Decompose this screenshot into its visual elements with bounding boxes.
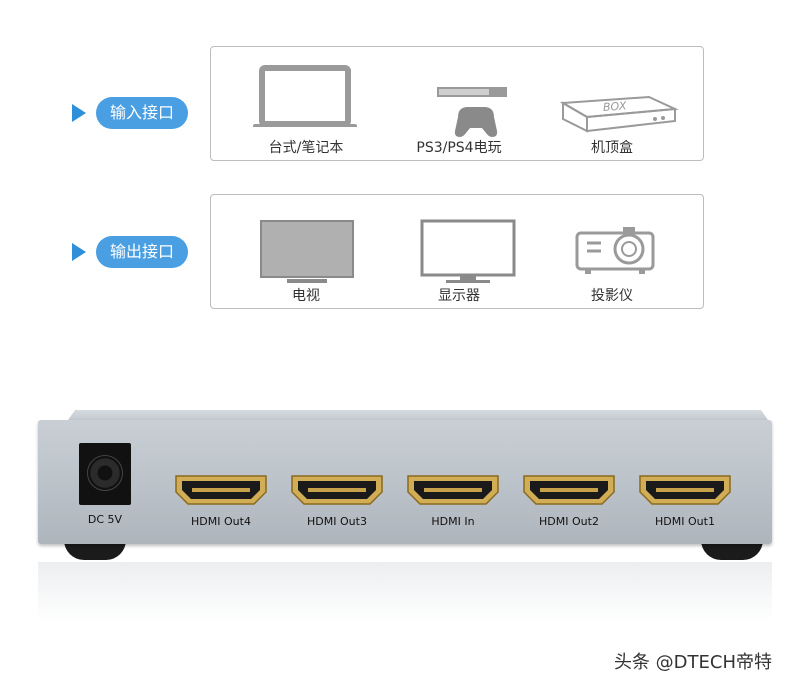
monitor-icon	[420, 219, 516, 283]
device-set-top-box: BOX 机顶盒	[537, 47, 687, 160]
tv-icon	[260, 220, 354, 283]
splitter-top-edge	[68, 410, 768, 420]
device-monitor: 显示器	[384, 195, 534, 308]
game-console-icon	[437, 87, 507, 137]
product-reflection	[38, 562, 772, 622]
input-devices-panel: 台式/笔记本 PS3/PS4电玩 BOX 机顶盒	[210, 46, 704, 161]
port-label-hdmi-out2: HDMI Out2	[539, 515, 599, 528]
device-caption: 投影仪	[591, 288, 633, 304]
hdmi-port-icon	[407, 475, 499, 505]
device-caption: 机顶盒	[591, 140, 633, 156]
device-game-console: PS3/PS4电玩	[384, 47, 534, 160]
input-interface-label: 输入接口	[72, 97, 189, 129]
port-label-hdmi-out3: HDMI Out3	[307, 515, 367, 528]
play-arrow-icon	[72, 104, 86, 122]
laptop-icon	[253, 65, 357, 127]
hdmi-port-icon	[523, 475, 615, 505]
device-laptop: 台式/笔记本	[231, 47, 381, 160]
output-interface-label: 输出接口	[72, 236, 189, 268]
port-label-hdmi-in: HDMI In	[431, 515, 475, 528]
hdmi-port-icon	[639, 475, 731, 505]
box-logo-text: BOX	[603, 99, 628, 114]
device-caption: PS3/PS4电玩	[416, 140, 502, 156]
watermark-text: 头条 @DTECH帝特	[613, 652, 772, 673]
rubber-foot-right	[701, 540, 763, 560]
set-top-box-icon: BOX	[559, 95, 679, 133]
dc-power-jack	[79, 443, 131, 505]
input-pill: 输入接口	[96, 97, 189, 129]
hdmi-port-icon	[291, 475, 383, 505]
output-pill: 输出接口	[96, 236, 189, 268]
port-label-hdmi-out1: HDMI Out1	[655, 515, 715, 528]
device-tv: 电视	[231, 195, 381, 308]
play-arrow-icon	[72, 243, 86, 261]
port-label-hdmi-out4: HDMI Out4	[191, 515, 251, 528]
dc-label: DC 5V	[87, 513, 123, 526]
projector-icon	[575, 227, 655, 274]
rubber-foot-left	[64, 540, 126, 560]
hdmi-port-icon	[175, 475, 267, 505]
device-caption: 电视	[292, 288, 320, 304]
output-devices-panel: 电视 显示器 投影仪	[210, 194, 704, 309]
device-projector: 投影仪	[537, 195, 687, 308]
device-caption: 台式/笔记本	[268, 140, 344, 156]
device-caption: 显示器	[438, 288, 480, 304]
